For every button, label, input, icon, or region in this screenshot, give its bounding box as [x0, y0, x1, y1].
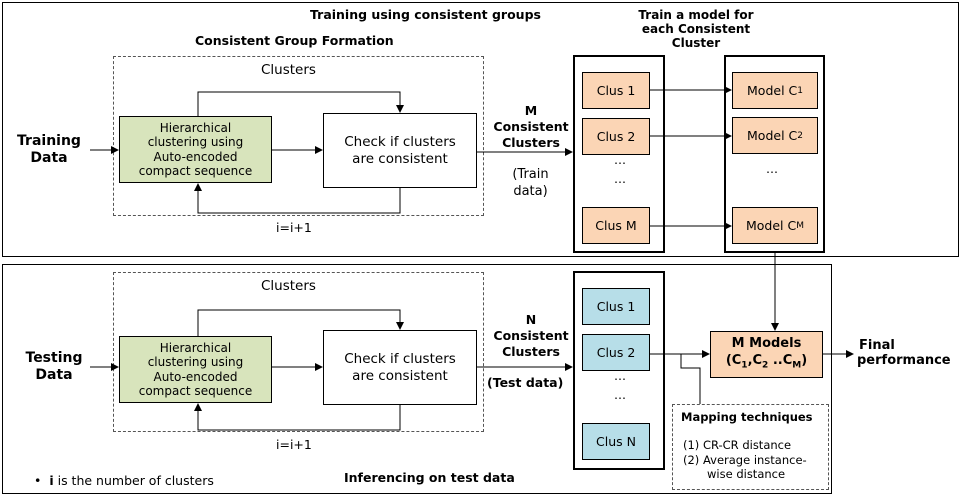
testing-clusters-label: Clusters — [261, 278, 316, 294]
training-hierarchical-box: Hierarchical clustering using Auto-encod… — [119, 116, 272, 183]
testing-formation-region — [113, 272, 484, 432]
train-model-header: Train a model for each Consistent Cluste… — [638, 8, 754, 50]
training-title: Training using consistent groups — [310, 7, 541, 22]
footnote: • i is the number of clusters — [34, 473, 214, 488]
test-cluster-n: Clus N — [582, 423, 650, 460]
training-formation-region — [113, 56, 484, 216]
test-cluster-2: Clus 2 — [582, 334, 650, 371]
test-cluster-1: Clus 1 — [582, 288, 650, 325]
train-ellipsis-2: … — [614, 172, 627, 186]
testing-check-box: Check if clusters are consistent — [323, 330, 477, 405]
training-iter-label: i=i+1 — [276, 220, 312, 235]
testing-consistent-label: N Consistent Clusters — [493, 312, 569, 359]
final-performance-label: Final performance — [857, 338, 951, 368]
training-train-data-label: (Train data) — [512, 167, 549, 199]
train-cluster-2: Clus 2 — [582, 118, 650, 155]
training-clusters-label: Clusters — [261, 62, 316, 78]
model-ellipsis: … — [766, 162, 779, 176]
mapping-title: Mapping techniques — [681, 410, 813, 424]
m-models-box: M Models (C1,C2 ..CM) — [710, 331, 823, 378]
mapping-item-1: (1) CR-CR distance — [683, 438, 792, 452]
mapping-item-3: wise distance — [707, 467, 786, 481]
testing-test-data-label: (Test data) — [487, 375, 564, 390]
training-check-box: Check if clusters are consistent — [323, 113, 477, 188]
train-ellipsis-1: … — [614, 153, 627, 167]
training-data-label: Training Data — [17, 133, 81, 166]
train-cluster-m: Clus M — [582, 207, 650, 244]
training-consistent-label: M Consistent Clusters — [493, 103, 569, 150]
testing-hierarchical-box: Hierarchical clustering using Auto-encod… — [119, 336, 272, 403]
mapping-techniques-box — [672, 404, 829, 490]
test-ellipsis-2: … — [614, 388, 627, 402]
testing-data-label: Testing Data — [25, 350, 83, 383]
group-formation-title: Consistent Group Formation — [195, 33, 394, 48]
testing-iter-label: i=i+1 — [276, 437, 312, 452]
inferencing-title: Inferencing on test data — [344, 470, 515, 485]
train-cluster-1: Clus 1 — [582, 72, 650, 109]
test-ellipsis-1: … — [614, 369, 627, 383]
mapping-item-2: (2) Average instance- — [683, 453, 807, 467]
